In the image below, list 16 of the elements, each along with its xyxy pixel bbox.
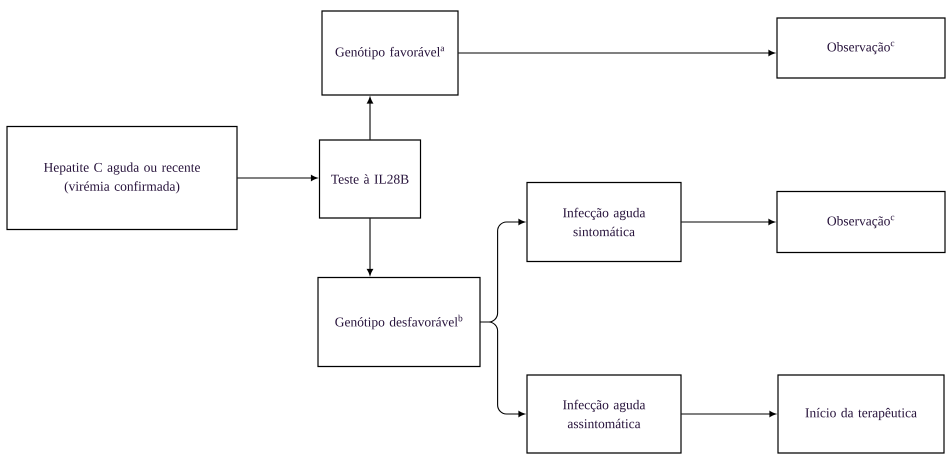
process-box: Teste à IL28B xyxy=(318,139,422,219)
arrow xyxy=(480,321,525,417)
process-box: Genótipo favorável$^{a}$ xyxy=(321,10,459,96)
arrow xyxy=(238,174,318,181)
arrow xyxy=(367,97,374,140)
process-box: Observação$^{c}$ xyxy=(776,190,946,254)
process-box: Genótipo desfavorável$^{b}$ xyxy=(317,276,481,368)
arrow xyxy=(367,218,374,276)
process-box: Infecção aguda assintomática xyxy=(526,374,682,454)
arrow xyxy=(682,218,775,225)
process-box: Hepatite C aguda ou recente (virémia confirmada) xyxy=(6,126,238,230)
process-box: Infecção aguda sintomática xyxy=(526,182,682,262)
arrow xyxy=(458,50,775,56)
process-box: Início da terapêutica xyxy=(777,374,945,454)
process-box: Observação$^{c}$ xyxy=(776,17,946,79)
arrow xyxy=(682,410,776,417)
